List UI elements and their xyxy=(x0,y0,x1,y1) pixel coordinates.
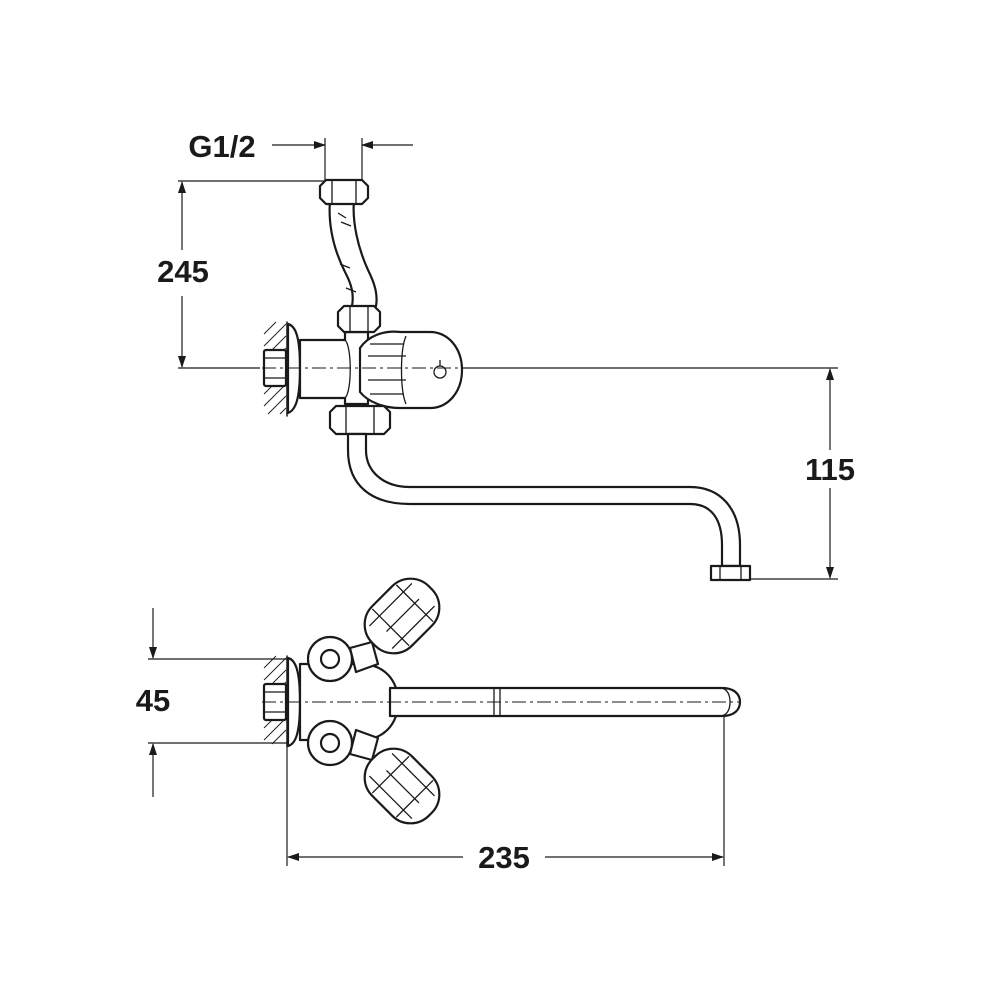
thread-size-label: G1/2 xyxy=(188,129,255,164)
spout-aerator xyxy=(709,564,752,582)
handle-side xyxy=(358,330,464,410)
spacing-dimension-label: 45 xyxy=(136,683,170,718)
supply-hose xyxy=(328,198,354,308)
dimension-lines xyxy=(148,138,838,866)
upper-handle xyxy=(363,577,441,655)
length-dimension-label: 235 xyxy=(478,840,530,875)
height-dimension-label: 245 xyxy=(157,254,209,289)
valve-body xyxy=(298,330,370,406)
spout-side xyxy=(346,432,742,568)
lower-handle xyxy=(363,747,441,825)
spout-drop-dimension-label: 115 xyxy=(805,452,855,487)
side-view xyxy=(262,178,752,582)
lower-nut xyxy=(328,404,392,436)
inlet-nut xyxy=(318,178,370,206)
upper-nut xyxy=(336,304,382,334)
top-view xyxy=(262,577,742,825)
